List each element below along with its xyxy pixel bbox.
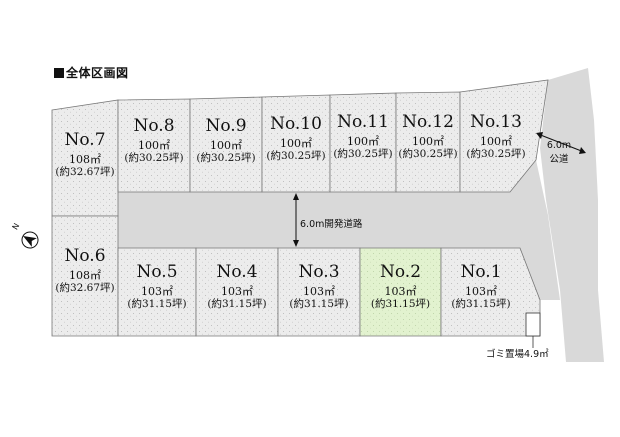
map-title-text: 全体区画図 bbox=[66, 66, 129, 80]
lot-6-tsubo: (約32.67坪) bbox=[55, 282, 115, 295]
lot-4-tsubo: (約31.15坪) bbox=[207, 298, 267, 311]
map-title: 全体区画図 bbox=[54, 64, 129, 81]
lot-2-tsubo: (約31.15坪) bbox=[370, 298, 431, 311]
lot-9: No.9 100㎡ (約30.25坪) bbox=[190, 116, 262, 165]
lot-9-area: 100㎡ bbox=[210, 138, 242, 152]
internal-road-label: 6.0m開発道路 bbox=[300, 219, 363, 230]
lot-13-number: No.13 bbox=[470, 112, 522, 132]
lot-7-number: No.7 bbox=[64, 130, 106, 150]
lot-13-area: 100㎡ bbox=[480, 134, 512, 148]
lot-2-area: 103㎡ bbox=[384, 284, 417, 298]
lot-1-number: No.1 bbox=[460, 262, 502, 282]
garbage-area-shape bbox=[525, 312, 541, 337]
lot-13-shape bbox=[459, 79, 549, 193]
lot-8-area: 100㎡ bbox=[138, 138, 170, 152]
public-road-name: 公道 bbox=[549, 154, 569, 165]
lot-3: No.3 103㎡ (約31.15坪) bbox=[278, 262, 360, 311]
lot-10-number: No.10 bbox=[270, 114, 322, 134]
lot-6-number: No.6 bbox=[64, 246, 106, 266]
lot-7: No.7 108㎡ (約32.67坪) bbox=[52, 130, 118, 179]
lot-2: No.2 103㎡ (約31.15坪) bbox=[360, 262, 441, 311]
lot-9-tsubo: (約30.25坪) bbox=[196, 152, 256, 165]
lot-8-tsubo: (約30.25坪) bbox=[124, 152, 184, 165]
lot-13-tsubo: (約30.25坪) bbox=[466, 148, 526, 161]
lot-10-tsubo: (約30.25坪) bbox=[266, 150, 326, 163]
lot-2-number: No.2 bbox=[379, 262, 422, 282]
lot-12-area: 100㎡ bbox=[412, 134, 444, 148]
lot-5: No.5 103㎡ (約31.15坪) bbox=[118, 262, 196, 311]
lot-3-number: No.3 bbox=[298, 262, 340, 282]
dimension-arrow-up bbox=[293, 193, 299, 200]
lot-5-area: 103㎡ bbox=[141, 284, 173, 298]
lot-1-area: 103㎡ bbox=[465, 284, 497, 298]
lot-8: No.8 100㎡ (約30.25坪) bbox=[118, 116, 190, 165]
lot-1-tsubo: (約31.15坪) bbox=[451, 298, 511, 311]
lot-12-number: No.12 bbox=[402, 112, 454, 132]
square-bullet-icon bbox=[54, 68, 64, 78]
public-road-label: 6.0m 公道 bbox=[542, 140, 576, 165]
lot-4: No.4 103㎡ (約31.15坪) bbox=[196, 262, 278, 311]
lot-12-tsubo: (約30.25坪) bbox=[398, 148, 458, 161]
lot-5-number: No.5 bbox=[136, 262, 178, 282]
lot-7-area: 108㎡ bbox=[69, 152, 101, 166]
lot-4-number: No.4 bbox=[216, 262, 258, 282]
lot-9-number: No.9 bbox=[205, 116, 247, 136]
lot-3-tsubo: (約31.15坪) bbox=[289, 298, 349, 311]
lot-1: No.1 103㎡ (約31.15坪) bbox=[441, 262, 521, 311]
public-road-width: 6.0m bbox=[546, 140, 572, 151]
lot-11-area: 100㎡ bbox=[347, 134, 379, 148]
lot-6-area: 108㎡ bbox=[69, 268, 101, 282]
lot-3-area: 103㎡ bbox=[303, 284, 335, 298]
garbage-area-label: ゴミ置場4.9㎡ bbox=[486, 349, 549, 360]
lot-6: No.6 108㎡ (約32.67坪) bbox=[52, 246, 118, 295]
public-road-dimension bbox=[537, 133, 585, 153]
lot-10: No.10 100㎡ (約30.25坪) bbox=[262, 114, 330, 163]
lot-7-tsubo: (約32.67坪) bbox=[55, 166, 115, 179]
lot-11-number: No.11 bbox=[337, 112, 389, 132]
lot-11-tsubo: (約30.25坪) bbox=[333, 148, 393, 161]
dimension-arrow-down bbox=[293, 240, 299, 247]
lot-12: No.12 100㎡ (約30.25坪) bbox=[396, 112, 460, 161]
compass-icon bbox=[21, 231, 39, 249]
lot-10-area: 100㎡ bbox=[280, 136, 312, 150]
lot-13: No.13 100㎡ (約30.25坪) bbox=[462, 112, 530, 161]
lot-8-number: No.8 bbox=[133, 116, 175, 136]
lot-5-tsubo: (約31.15坪) bbox=[127, 298, 187, 311]
lot-11: No.11 100㎡ (約30.25坪) bbox=[330, 112, 396, 161]
public-arrow-left bbox=[536, 132, 543, 139]
public-road bbox=[540, 68, 604, 362]
development-road bbox=[117, 160, 560, 300]
lot-4-area: 103㎡ bbox=[221, 284, 253, 298]
public-arrow-right bbox=[579, 147, 586, 154]
